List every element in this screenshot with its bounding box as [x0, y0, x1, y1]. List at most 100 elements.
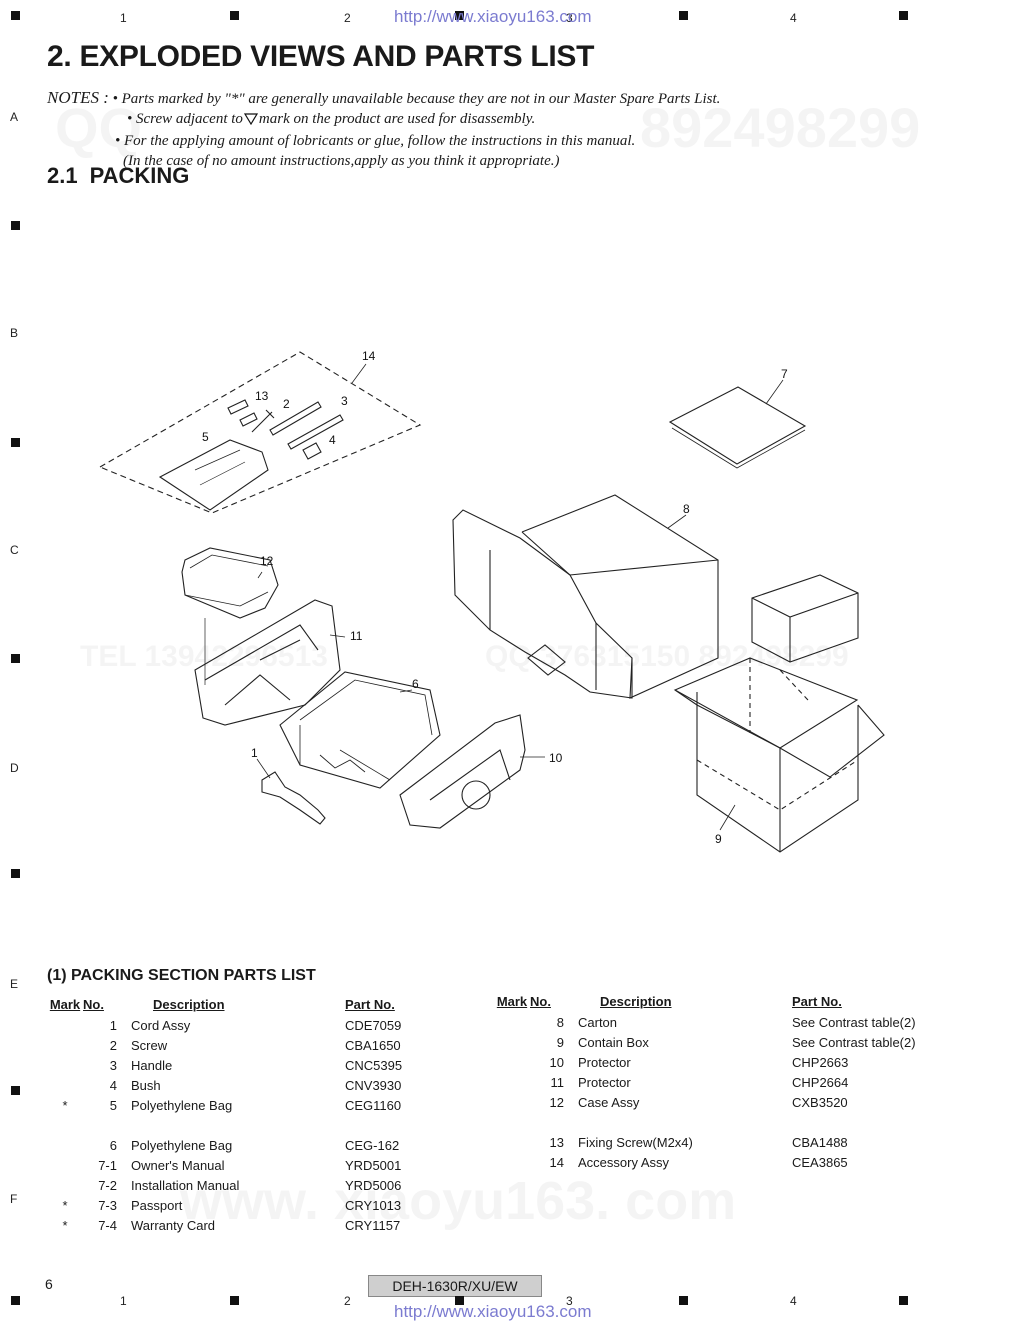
part-description: Carton	[578, 1014, 618, 1030]
part-description: Screw	[131, 1037, 168, 1053]
contain-box-lid	[751, 574, 859, 663]
grid-row-b: B	[10, 326, 19, 340]
notes-label: NOTES :	[47, 88, 109, 107]
callout-1: 1	[251, 746, 258, 760]
header-no: No.	[530, 993, 551, 1009]
grid-row-c: C	[10, 543, 19, 557]
part-number-index: 7-3	[98, 1197, 117, 1213]
notes-block: NOTES : • Parts marked by "*" are genera…	[47, 88, 720, 171]
callout-4: 4	[329, 433, 336, 447]
part-description	[117, 1115, 345, 1135]
callout-2: 2	[283, 397, 290, 411]
callout-9: 9	[715, 832, 722, 846]
part-mark	[494, 1012, 530, 1032]
part-code: See Contrast table(2)	[792, 1034, 916, 1050]
parts-list-title: (1) PACKING SECTION PARTS LIST	[47, 967, 316, 984]
part-mark	[47, 1015, 83, 1035]
part-code: YRD5006	[345, 1177, 402, 1193]
parts-row	[47, 1115, 475, 1135]
header-mark: Mark	[496, 993, 528, 1009]
part-code: CRY1013	[345, 1197, 402, 1213]
part-code: CEA3865	[792, 1154, 848, 1170]
part-description	[564, 1112, 792, 1132]
grid-col-2-bottom: 2	[344, 1294, 351, 1308]
part-description: Accessory Assy	[578, 1154, 670, 1170]
site-url-top[interactable]: http://www.xiaoyu163.com	[394, 7, 592, 26]
handle-3	[287, 414, 344, 450]
cord-assy-1	[261, 771, 326, 825]
header-mark: Mark	[49, 996, 81, 1012]
handle-2	[269, 401, 322, 436]
page-number: 6	[45, 1276, 53, 1292]
part-description: Contain Box	[578, 1034, 649, 1050]
part-mark	[47, 1035, 83, 1055]
part-number-index: 13	[549, 1134, 564, 1150]
callout-10: 10	[549, 751, 563, 765]
note-line-2a: • Screw adjacent to	[127, 111, 243, 127]
accessory-bag-outline	[98, 351, 422, 514]
manual-7	[668, 386, 807, 465]
part-mark	[494, 1052, 530, 1072]
part-description: Polyethylene Bag	[131, 1137, 233, 1153]
part-number-index: 7-4	[98, 1217, 117, 1233]
carton-8	[521, 494, 719, 699]
note-line-2b: mark on the product are used for disasse…	[258, 111, 536, 127]
corner-marker	[11, 1296, 20, 1305]
grid-marker	[899, 1296, 908, 1305]
grid-marker	[11, 1086, 20, 1095]
screw-13	[227, 399, 249, 415]
part-number-index: 7-1	[98, 1157, 117, 1173]
site-url-bottom[interactable]: http://www.xiaoyu163.com	[394, 1302, 592, 1321]
part-description: Warranty Card	[131, 1217, 216, 1233]
part-number-index: 6	[109, 1137, 117, 1153]
grid-marker	[899, 11, 908, 20]
part-mark: *	[62, 1217, 68, 1233]
grid-marker	[11, 438, 20, 447]
header-part-no: Part No.	[792, 993, 842, 1009]
grid-row-d: D	[10, 761, 19, 775]
grid-marker	[11, 869, 20, 878]
grid-col-1: 1	[120, 11, 127, 25]
part-code: See Contrast table(2)	[792, 1014, 916, 1030]
part-number-index: 5	[109, 1097, 117, 1113]
part-code	[345, 1115, 475, 1135]
part-code: CDE7059	[345, 1017, 402, 1033]
protector-10	[399, 714, 526, 829]
part-mark	[494, 1112, 530, 1132]
part-code: CXB3520	[792, 1094, 848, 1110]
header-description: Description	[600, 993, 672, 1009]
part-code: CRY1157	[345, 1217, 401, 1233]
part-number-index: 1	[109, 1017, 117, 1033]
part-mark	[494, 1092, 530, 1112]
part-description: Bush	[131, 1077, 161, 1093]
grid-marker	[679, 1296, 688, 1305]
screw-mark-icon	[243, 111, 258, 131]
note-line-4: (In the case of no amount instructions,a…	[123, 153, 560, 169]
part-mark: *	[62, 1097, 68, 1113]
callout-14: 14	[362, 349, 376, 363]
part-description: Installation Manual	[131, 1177, 240, 1193]
part-mark	[47, 1175, 83, 1195]
part-code: CHP2663	[792, 1054, 849, 1070]
parts-row: * 7-4 Warranty Card CRY1157	[47, 1215, 475, 1235]
screw-2	[251, 409, 275, 433]
section-number: 2.1	[47, 163, 78, 188]
part-code: CNC5395	[345, 1057, 403, 1073]
part-mark	[47, 1135, 83, 1155]
grid-col-3: 3	[566, 11, 573, 25]
note-line-3: • For the applying amount of lobricants …	[115, 133, 636, 149]
